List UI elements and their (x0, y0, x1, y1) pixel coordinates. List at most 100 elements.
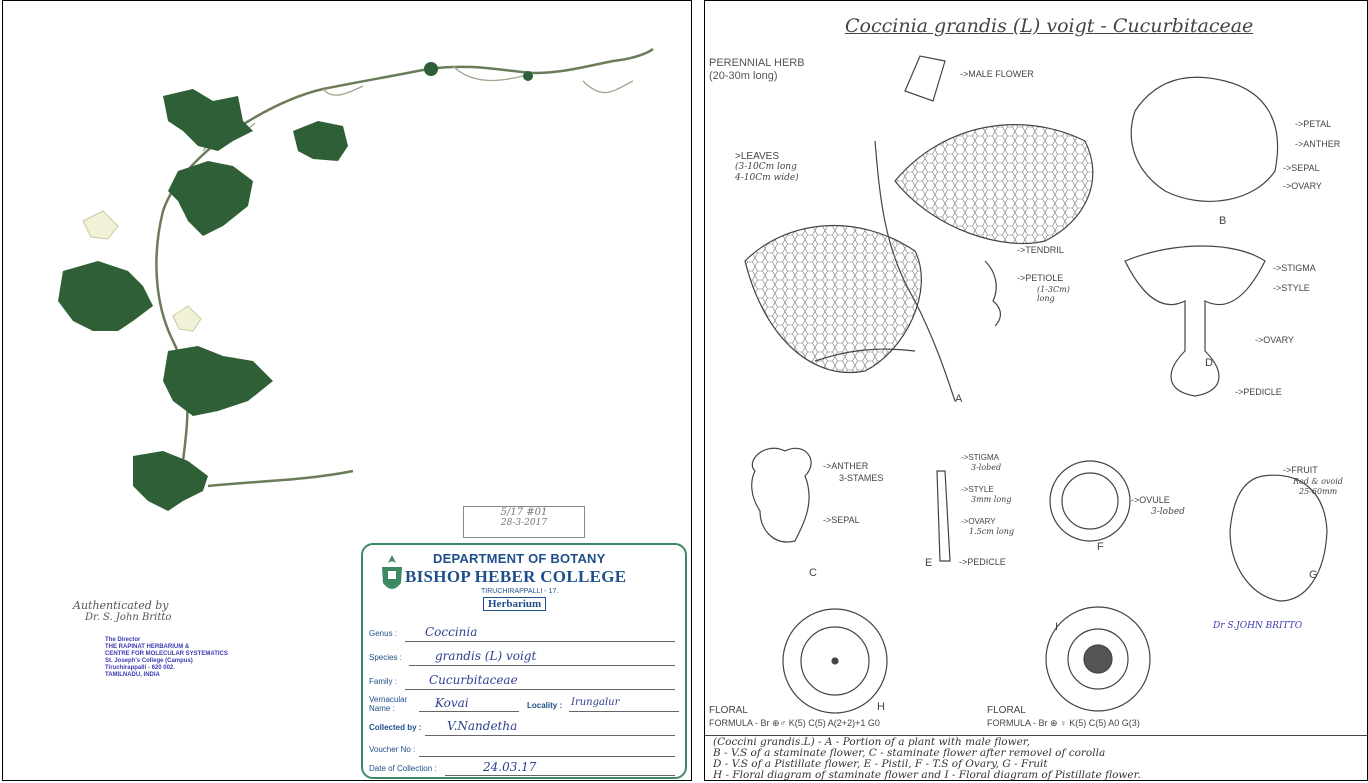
a-leaf-lower (745, 226, 921, 373)
e-style-note: 3mm long (971, 495, 1011, 504)
collected-by-label: Collected by : (369, 723, 421, 732)
collected-by-line (425, 735, 675, 736)
accession-line-1: 5/17 #01 (464, 507, 584, 518)
tendrils (203, 66, 633, 151)
herbarium-label: DEPARTMENT OF BOTANY BISHOP HEBER COLLEG… (361, 543, 687, 779)
locality-value: Irungalur (571, 697, 619, 708)
locality-line (569, 711, 679, 712)
college-city: TIRUCHIRAPPALLI - 17. (481, 588, 558, 595)
authentication-note: Authenticated by Dr. S. John Britto The … (73, 599, 273, 679)
petiole-size: (1-3Cm) long (1037, 285, 1087, 303)
floral-2: FLORAL (987, 705, 1140, 717)
herbarium-specimen-panel: Authenticated by Dr. S. John Britto The … (2, 0, 692, 781)
formula-pistillate: FLORAL FORMULA - Br ⊕ ♀ K(5) C(5) A0 G(3… (987, 705, 1140, 729)
anther-label: ->ANTHER (1295, 139, 1340, 149)
date-line (445, 775, 675, 776)
a-leaf-upper (895, 125, 1093, 244)
marker-e: E (925, 557, 932, 569)
leaf-6 (133, 451, 208, 511)
marker-i: I (1055, 621, 1058, 633)
genus-label: Genus : (369, 629, 397, 638)
f-ovule-label: ->OVULE (1131, 495, 1170, 505)
stamp: The Director THE RAPINAT HERBARIUM & CEN… (73, 637, 273, 679)
plate-caption: (Coccini grandis.L) - A - Portion of a p… (713, 737, 1141, 781)
auth-line-2: Dr. S. John Britto (73, 612, 273, 623)
c-sepal-label: ->SEPAL (823, 515, 860, 525)
stamp-line-5: TAMILNADU, INDIA (105, 672, 273, 679)
b-flower-vs (1131, 77, 1277, 201)
illustration-plate-panel: Coccinia grandis (L) voigt - Cucurbitace… (704, 0, 1368, 781)
h-center (832, 658, 838, 664)
leaf-1 (163, 89, 253, 151)
leaf-4 (58, 261, 153, 331)
tendril-label: ->TENDRIL (1017, 245, 1064, 255)
male-flower-label: ->MALE FLOWER (960, 69, 1034, 79)
date-value: 24.03.17 (483, 760, 536, 774)
genus-value: Coccinia (425, 625, 477, 639)
locality-label: Locality : (527, 701, 562, 710)
voucher-line (419, 756, 675, 757)
e-pedicle-label: ->PEDICLE (959, 557, 1006, 567)
floral-1: FLORAL (709, 705, 880, 717)
stigma-label: ->STIGMA (1273, 263, 1316, 273)
stamp-line-4: Tiruchirappalli - 620 002. (105, 665, 273, 672)
marker-f: F (1097, 541, 1104, 553)
petal-label: ->PETAL (1295, 119, 1331, 129)
genus-line (405, 641, 675, 642)
species-line (409, 665, 675, 666)
leaf-2 (293, 121, 348, 161)
sepal-label: ->SEPAL (1283, 163, 1320, 173)
e-ovary-label: ->OVARY (961, 517, 996, 526)
pedicle-label: ->PEDICLE (1235, 387, 1282, 397)
g-note-2: 25-60mm (1299, 487, 1337, 496)
species-value: grandis (L) voigt (435, 649, 536, 663)
stamp-line-2: CENTRE FOR MOLECULAR SYSTEMATICS (105, 651, 273, 658)
formula-staminate: FLORAL FORMULA - Br ⊕♂ K(5) C(5) A(2+2)+… (709, 705, 880, 729)
a-male-flower (905, 56, 945, 101)
c-anther-label: ->ANTHER (823, 461, 868, 471)
leaves (58, 62, 533, 511)
ovary-label: ->OVARY (1283, 181, 1322, 191)
vernacular-label: Vernacular Name : (369, 695, 419, 713)
voucher-label: Voucher No : (369, 745, 415, 754)
stamp-line-3: St. Joseph's College (Campus) (105, 658, 273, 665)
leaves-label: >LEAVES (3-10Cm long 4-10Cm wide) (735, 151, 799, 184)
formula-2: FORMULA - Br ⊕ ♀ K(5) C(5) A0 G(3) (987, 717, 1140, 729)
c-staminate (752, 448, 811, 542)
e-ovary-note: 1.5cm long (969, 527, 1014, 536)
leaf-5 (163, 346, 273, 416)
caption-line-4: H - Floral diagram of staminate flower a… (713, 770, 1141, 781)
a-tendril-2 (985, 261, 1000, 326)
g-note-1: Red & ovoid (1293, 477, 1343, 486)
family-value: Cucurbitaceae (429, 673, 518, 687)
habit: PERENNIAL HERB (709, 57, 805, 70)
collected-by-value: V.Nandetha (447, 719, 517, 733)
college-name: BISHOP HEBER COLLEGE (405, 567, 626, 587)
department-name: DEPARTMENT OF BOTANY (433, 551, 606, 566)
leaves-size-1: (3-10Cm long (735, 162, 799, 173)
family-line (405, 689, 675, 690)
marker-c: C (809, 567, 817, 579)
marker-g: G (1309, 569, 1318, 581)
marker-d: D (1205, 357, 1213, 369)
f-ovary-ts-inner (1062, 473, 1118, 529)
f-note: 3-lobed (1151, 507, 1185, 517)
signature: Dr S.JOHN BRITTO (1213, 621, 1302, 631)
date-label: Date of Collection : (369, 764, 437, 773)
accession-line-2: 28-3-2017 (464, 518, 584, 528)
marker-a: A (955, 393, 962, 405)
g-fruit-label: ->FRUIT (1283, 465, 1318, 475)
habit-size: (20-30m long) (709, 70, 805, 83)
species-label: Species : (369, 653, 402, 662)
style-label: ->STYLE (1273, 283, 1310, 293)
family-label: Family : (369, 677, 397, 686)
vernacular-line (419, 711, 519, 712)
accession-box: 5/17 #01 28-3-2017 (463, 506, 585, 538)
e-pistil (937, 471, 950, 561)
auth-line-1: Authenticated by (73, 599, 273, 612)
marker-b: B (1219, 215, 1226, 227)
e-style-label: ->STYLE (961, 485, 994, 494)
stamp-title: The Director (105, 637, 273, 644)
stamp-line-1: THE RAPINAT HERBARIUM & (105, 644, 273, 651)
c-stames-label: 3-STAMES (839, 473, 883, 483)
